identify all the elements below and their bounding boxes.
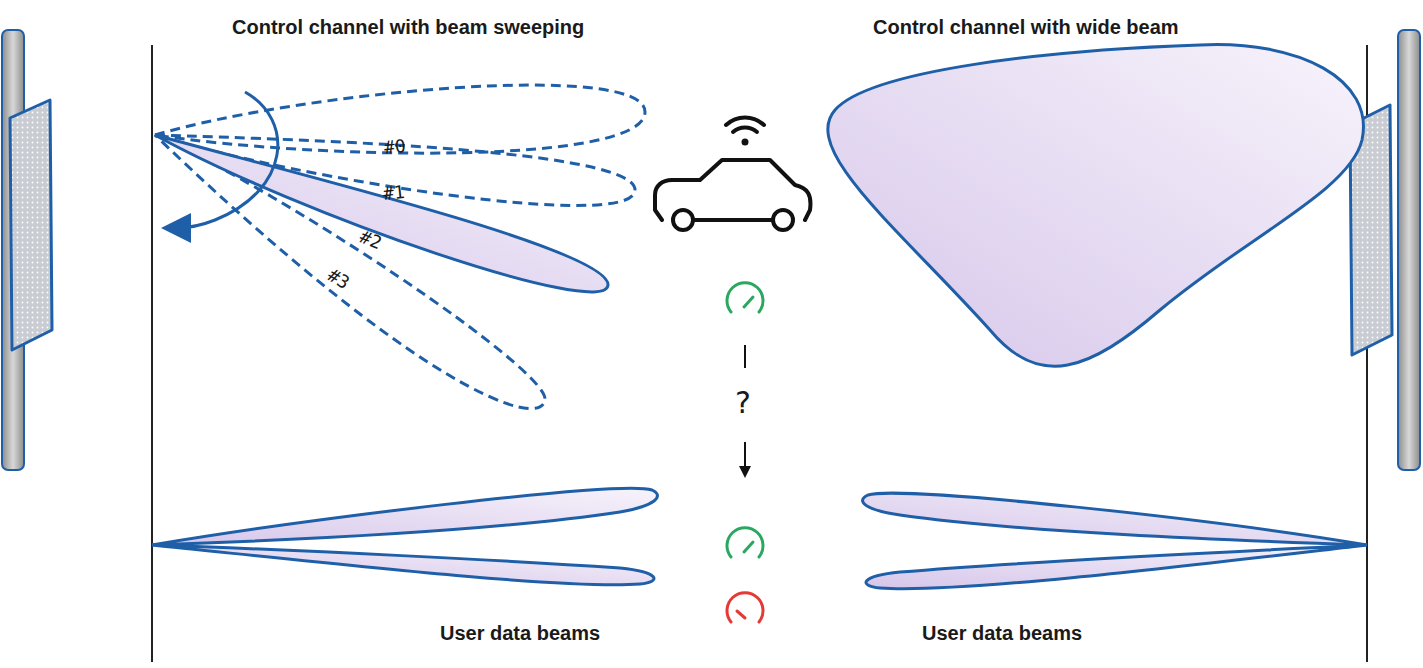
panel-heading: Control channel with wide beam xyxy=(873,16,1179,39)
beam-number: #1 xyxy=(382,181,406,204)
panel-heading: Control channel with beam sweeping xyxy=(232,16,584,39)
beam-caption: User data beams xyxy=(922,622,1082,645)
question-mark: ? xyxy=(735,385,751,420)
beam-number: #3 xyxy=(324,264,353,293)
beam-number: #0 xyxy=(383,135,407,158)
beam-caption: User data beams xyxy=(440,622,600,645)
